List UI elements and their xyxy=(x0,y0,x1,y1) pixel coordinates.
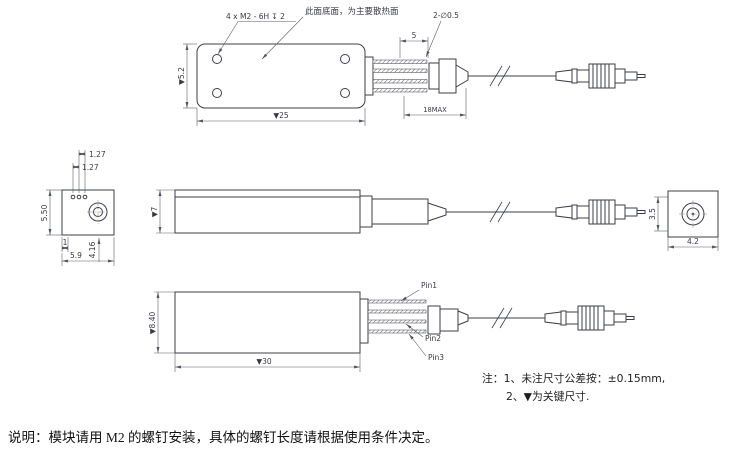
front-end-view: 1.27 1.27 5.50 1 4.16 5.9 xyxy=(40,150,115,266)
dim-connector-length: 18MAX xyxy=(403,88,467,119)
dim-length-label: ▼25 xyxy=(273,111,289,120)
mounting-hole xyxy=(212,88,222,98)
heatsink-callout-label: 此面底面，为主要散热面 xyxy=(305,6,399,17)
callout-heatsink-surface: 此面底面，为主要散热面 xyxy=(261,6,399,60)
pin-leads xyxy=(367,299,427,334)
pin2-callout: Pin2 xyxy=(405,323,441,343)
pin-base-block xyxy=(359,195,373,228)
pin-base-block xyxy=(364,56,374,96)
pin2-label: Pin2 xyxy=(425,334,441,343)
fc-connector xyxy=(544,305,635,331)
pin3-callout: Pin3 xyxy=(408,333,444,362)
dim-front-height: 5.50 xyxy=(40,189,62,236)
pin-end xyxy=(70,194,76,200)
bottom-view: ▼8.40 ▼30 Pin1 Pin2 Pin3 xyxy=(148,281,635,372)
dim-offset-label: 1 xyxy=(63,238,68,247)
dim-front-width: 5.9 xyxy=(61,237,115,266)
dim-key-label: 3.5 xyxy=(648,208,657,220)
dim-width-label: 5.9 xyxy=(70,251,82,260)
dim-width-label: ▼5.2 xyxy=(177,67,186,85)
pin-end xyxy=(76,194,82,200)
footer-note: 说明：模块请用 M2 的螺钉安装，具体的螺钉长度请根据使用条件决定。 xyxy=(8,429,439,445)
dim-pin-pitch-a: 1.27 xyxy=(78,150,106,193)
tolerance-notes: 注：1、未注尺寸公差按：±0.15mm, 2、▼为关键尺寸. xyxy=(482,371,665,403)
pin1-callout: Pin1 xyxy=(400,281,437,302)
dim-pin-pitch: 5 xyxy=(399,31,429,58)
side-view: ▼7 xyxy=(150,189,646,234)
fc-connector xyxy=(555,199,646,225)
screw-callout-label: 4 x M2 - 6H ↧ 2 xyxy=(226,12,285,21)
dim-bottom-length: ▼30 xyxy=(174,353,361,372)
fc-connector xyxy=(555,63,646,89)
pin3-label: Pin3 xyxy=(428,353,444,362)
module-bottom-outline xyxy=(174,291,361,354)
dim-center-label: 4.16 xyxy=(88,241,97,258)
dim-side-height: ▼7 xyxy=(150,189,175,234)
dim-height-label: ▼8.40 xyxy=(148,312,157,335)
note-line-2: 2、▼为关键尺寸. xyxy=(506,389,589,403)
dim-pitch-a-label: 1.27 xyxy=(89,150,106,159)
dim-length-label: ▼30 xyxy=(256,357,272,366)
dim-height-label: ▼7 xyxy=(150,207,159,218)
mounting-hole xyxy=(340,88,350,98)
fiber-ferrule xyxy=(427,305,469,335)
dim-connector-width: 4.2 xyxy=(667,237,719,251)
dim-bottom-height: ▼8.40 xyxy=(148,291,175,354)
dim-module-length: ▼25 xyxy=(196,108,366,126)
mounting-hole xyxy=(212,54,222,64)
callout-pin-diameter: 2-∅0.5 xyxy=(425,11,459,58)
dim-pitch-b-label: 1.27 xyxy=(82,163,99,172)
fiber-ferrule xyxy=(371,198,447,225)
connector-body-outline xyxy=(667,190,719,238)
dim-height-label: 5.50 xyxy=(40,204,49,221)
dim-module-width: ▼5.2 xyxy=(177,43,197,109)
module-side-outline xyxy=(174,189,361,234)
pin-leads xyxy=(372,59,428,93)
connector-end-view: 3.5 4.2 xyxy=(648,190,719,251)
pin1-label: Pin1 xyxy=(421,281,437,290)
module-plate-outline xyxy=(196,43,366,109)
dim-pin-pitch-label: 5 xyxy=(412,31,417,40)
pin-end xyxy=(82,194,88,200)
front-body-outline xyxy=(61,189,115,236)
dim-lens-center: 4.16 xyxy=(88,237,101,262)
callout-screws: 4 x M2 - 6H ↧ 2 xyxy=(217,12,296,55)
dim-pin-dia-label: 2-∅0.5 xyxy=(433,11,459,20)
fiber-ferrule xyxy=(428,58,469,94)
pin-base-block xyxy=(359,298,369,344)
dim-18max-label: 18MAX xyxy=(423,106,447,114)
dim-front-offset: 1 xyxy=(61,237,69,252)
dim-width-label: 4.2 xyxy=(687,237,699,246)
dim-pin-pitch-b: 1.27 xyxy=(72,163,99,193)
mounting-hole xyxy=(340,54,350,64)
note-line-1: 注：1、未注尺寸公差按：±0.15mm, xyxy=(482,371,665,385)
top-view: ▼5.2 ▼25 5 2-∅0.5 18MAX 4 x M2 - 6H xyxy=(177,6,646,126)
dim-key-height: 3.5 xyxy=(648,196,668,232)
